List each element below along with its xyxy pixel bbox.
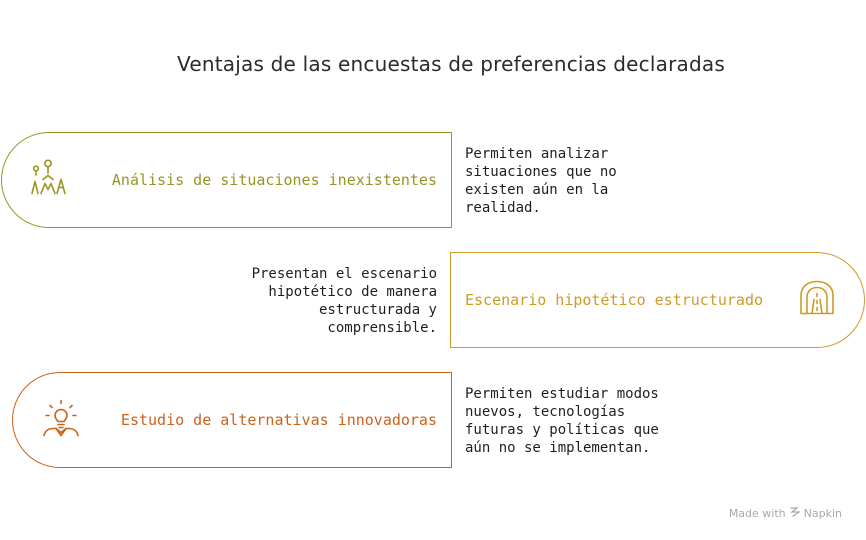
diagram-title: Ventajas de las encuestas de preferencia… xyxy=(177,52,725,76)
figures-scenario-icon xyxy=(29,158,71,203)
tunnel-road-icon xyxy=(799,280,835,321)
footer-brand: Napkin xyxy=(803,506,842,520)
card-label: Análisis de situaciones inexistentes xyxy=(111,171,437,189)
footer-made-with: Made with xyxy=(728,506,786,520)
card-escenario-hipotetico: Escenario hipotético estructurado xyxy=(450,252,865,348)
card-label: Estudio de alternativas innovadoras xyxy=(120,411,437,429)
lightbulb-person-icon xyxy=(41,398,81,443)
card-description: Permiten analizar situaciones que no exi… xyxy=(465,146,617,216)
made-with-napkin-footer: Made with Napkin xyxy=(729,506,842,520)
card-description: Presentan el escenario hipotético de man… xyxy=(251,266,437,336)
card-label: Escenario hipotético estructurado xyxy=(465,291,764,309)
card-situaciones-inexistentes: Análisis de situaciones inexistentes xyxy=(1,132,452,228)
card-alternativas-innovadoras: Estudio de alternativas innovadoras xyxy=(12,372,452,468)
napkin-logo-icon xyxy=(789,506,801,520)
card-description: Permiten estudiar modos nuevos, tecnolog… xyxy=(465,386,659,456)
